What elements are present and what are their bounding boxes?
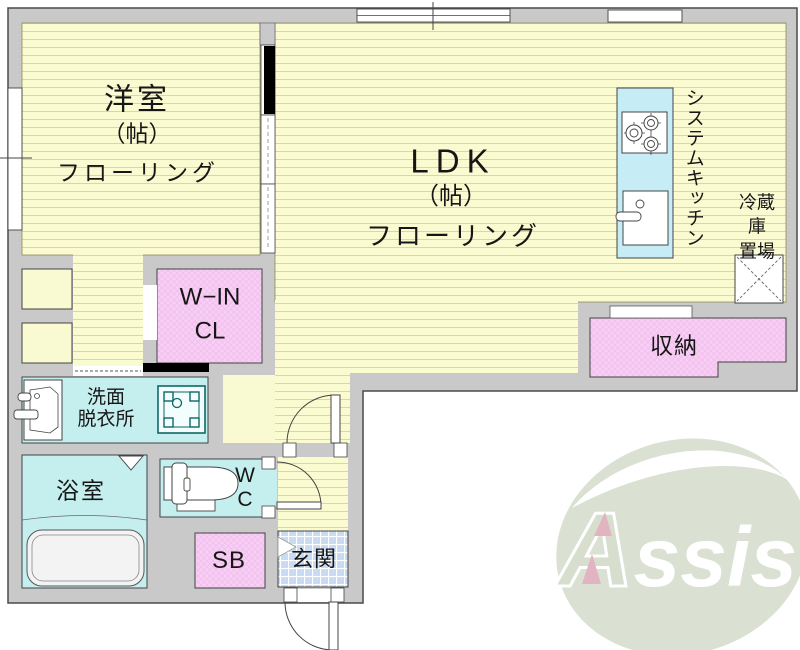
storage-floor xyxy=(589,317,787,378)
western-room-floor xyxy=(21,22,261,256)
folding-door-icon xyxy=(118,455,144,471)
western-room-floor-label: フローリング xyxy=(57,159,219,186)
window-icon xyxy=(356,2,511,30)
storage-label: 収納 xyxy=(650,332,698,359)
vanity-sink-icon xyxy=(13,379,63,441)
kitchen-label: システムキッチン xyxy=(682,88,704,248)
door-arc-icon xyxy=(261,456,322,519)
wall-section-black xyxy=(143,363,209,372)
closet-doorway xyxy=(143,285,157,340)
wc-label: W C xyxy=(235,463,255,511)
hallway-floor-side xyxy=(223,375,275,443)
open-doorway xyxy=(73,366,143,376)
entrance-floor xyxy=(277,530,349,588)
window-icon xyxy=(607,9,683,23)
washroom-label: 洗面 脱衣所 xyxy=(77,387,135,430)
ldk-size: （帖） xyxy=(415,183,487,210)
ldk-floor-lower xyxy=(275,300,578,373)
toilet-icon xyxy=(163,462,239,512)
entry-door-icon xyxy=(283,587,345,650)
window-icon xyxy=(0,87,32,231)
logo-pink-accent xyxy=(582,554,601,584)
logo-pink-accent xyxy=(594,512,612,536)
ldk-floor-label: フローリング xyxy=(365,220,541,251)
bathtub-icon xyxy=(26,529,145,587)
kitchen-sink-icon xyxy=(615,190,669,246)
fridge-space-label: 冷蔵庫 置場 xyxy=(739,192,775,262)
shoebox-label: SB xyxy=(211,547,247,574)
wall-niche xyxy=(21,268,73,310)
stove-icon xyxy=(621,111,668,155)
ldk-label: LDK xyxy=(410,142,496,180)
wc-doorway-floor xyxy=(262,469,277,507)
bath-floor-line xyxy=(21,515,148,521)
ldk-floor xyxy=(274,22,787,303)
entrance-label: 玄関 xyxy=(290,546,338,572)
logo-ellipse xyxy=(556,438,800,650)
western-room-size: （帖） xyxy=(102,120,172,147)
door-arc-icon xyxy=(282,394,348,458)
logo-swoosh xyxy=(572,450,788,508)
assist-logo: Assist xyxy=(553,438,800,650)
logo-text: Assist xyxy=(554,491,800,609)
fridge-space-icon xyxy=(734,254,784,304)
walk-in-closet-label: W−IN CL xyxy=(179,283,241,344)
walk-in-closet-floor xyxy=(156,268,263,364)
western-room-label: 洋室 xyxy=(104,83,170,117)
wall-niche xyxy=(21,322,73,364)
storage-opening xyxy=(609,305,693,319)
shoebox-floor xyxy=(194,532,266,589)
sliding-door-icon xyxy=(259,22,276,254)
hallway-floor-lower xyxy=(278,457,348,531)
bathroom-label: 浴室 xyxy=(56,477,106,504)
washing-machine-icon xyxy=(157,385,206,434)
step-arrow-icon xyxy=(277,536,297,558)
corridor-floor xyxy=(73,254,143,366)
